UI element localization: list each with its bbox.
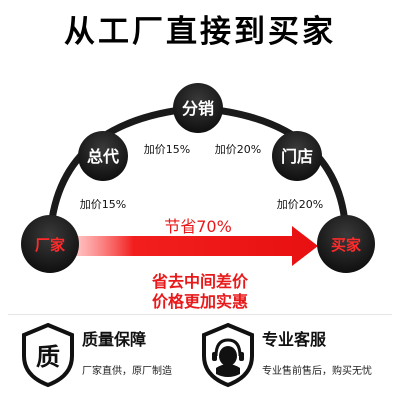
markup-distributor-store: 加价20% — [215, 143, 261, 156]
node-agent-label: 总代 — [87, 147, 119, 166]
quality-guarantee: 质 质量保障 厂家直供，原厂制造 — [20, 322, 200, 390]
markup-factory-agent: 加价15% — [80, 198, 126, 211]
customer-service-subtitle: 专业售前售后，购买无忧 — [262, 366, 372, 377]
saving-line2: 价格更加实惠 — [152, 292, 248, 311]
node-distributor: 分销 — [173, 83, 223, 133]
node-buyer-label: 买家 — [331, 236, 361, 254]
saving-label: 节省70% — [164, 217, 232, 236]
quality-guarantee-title: 质量保障 — [82, 330, 147, 349]
direct-arrow — [72, 226, 318, 266]
quality-guarantee-subtitle: 厂家直供，原厂制造 — [82, 366, 172, 377]
node-buyer: 买家 — [317, 215, 375, 273]
customer-service: 专业客服 专业售前售后，购买无忧 — [200, 322, 396, 390]
shield-icon: 质 — [22, 322, 74, 388]
node-store: 门店 — [272, 131, 322, 181]
shield-icon-char: 质 — [36, 343, 60, 371]
node-agent: 总代 — [78, 131, 128, 181]
customer-service-title: 专业客服 — [262, 330, 327, 349]
section-divider — [8, 314, 392, 315]
node-factory: 厂家 — [21, 215, 79, 273]
node-store-label: 门店 — [281, 147, 313, 166]
customer-service-headset-icon — [202, 322, 254, 388]
node-distributor-label: 分销 — [182, 99, 214, 118]
markup-store-buyer: 加价20% — [277, 198, 323, 211]
markup-agent-distributor: 加价15% — [144, 143, 190, 156]
node-factory-label: 厂家 — [35, 236, 65, 254]
saving-line1: 省去中间差价 — [151, 272, 249, 291]
page-title: 从工厂直接到买家 — [64, 14, 336, 50]
